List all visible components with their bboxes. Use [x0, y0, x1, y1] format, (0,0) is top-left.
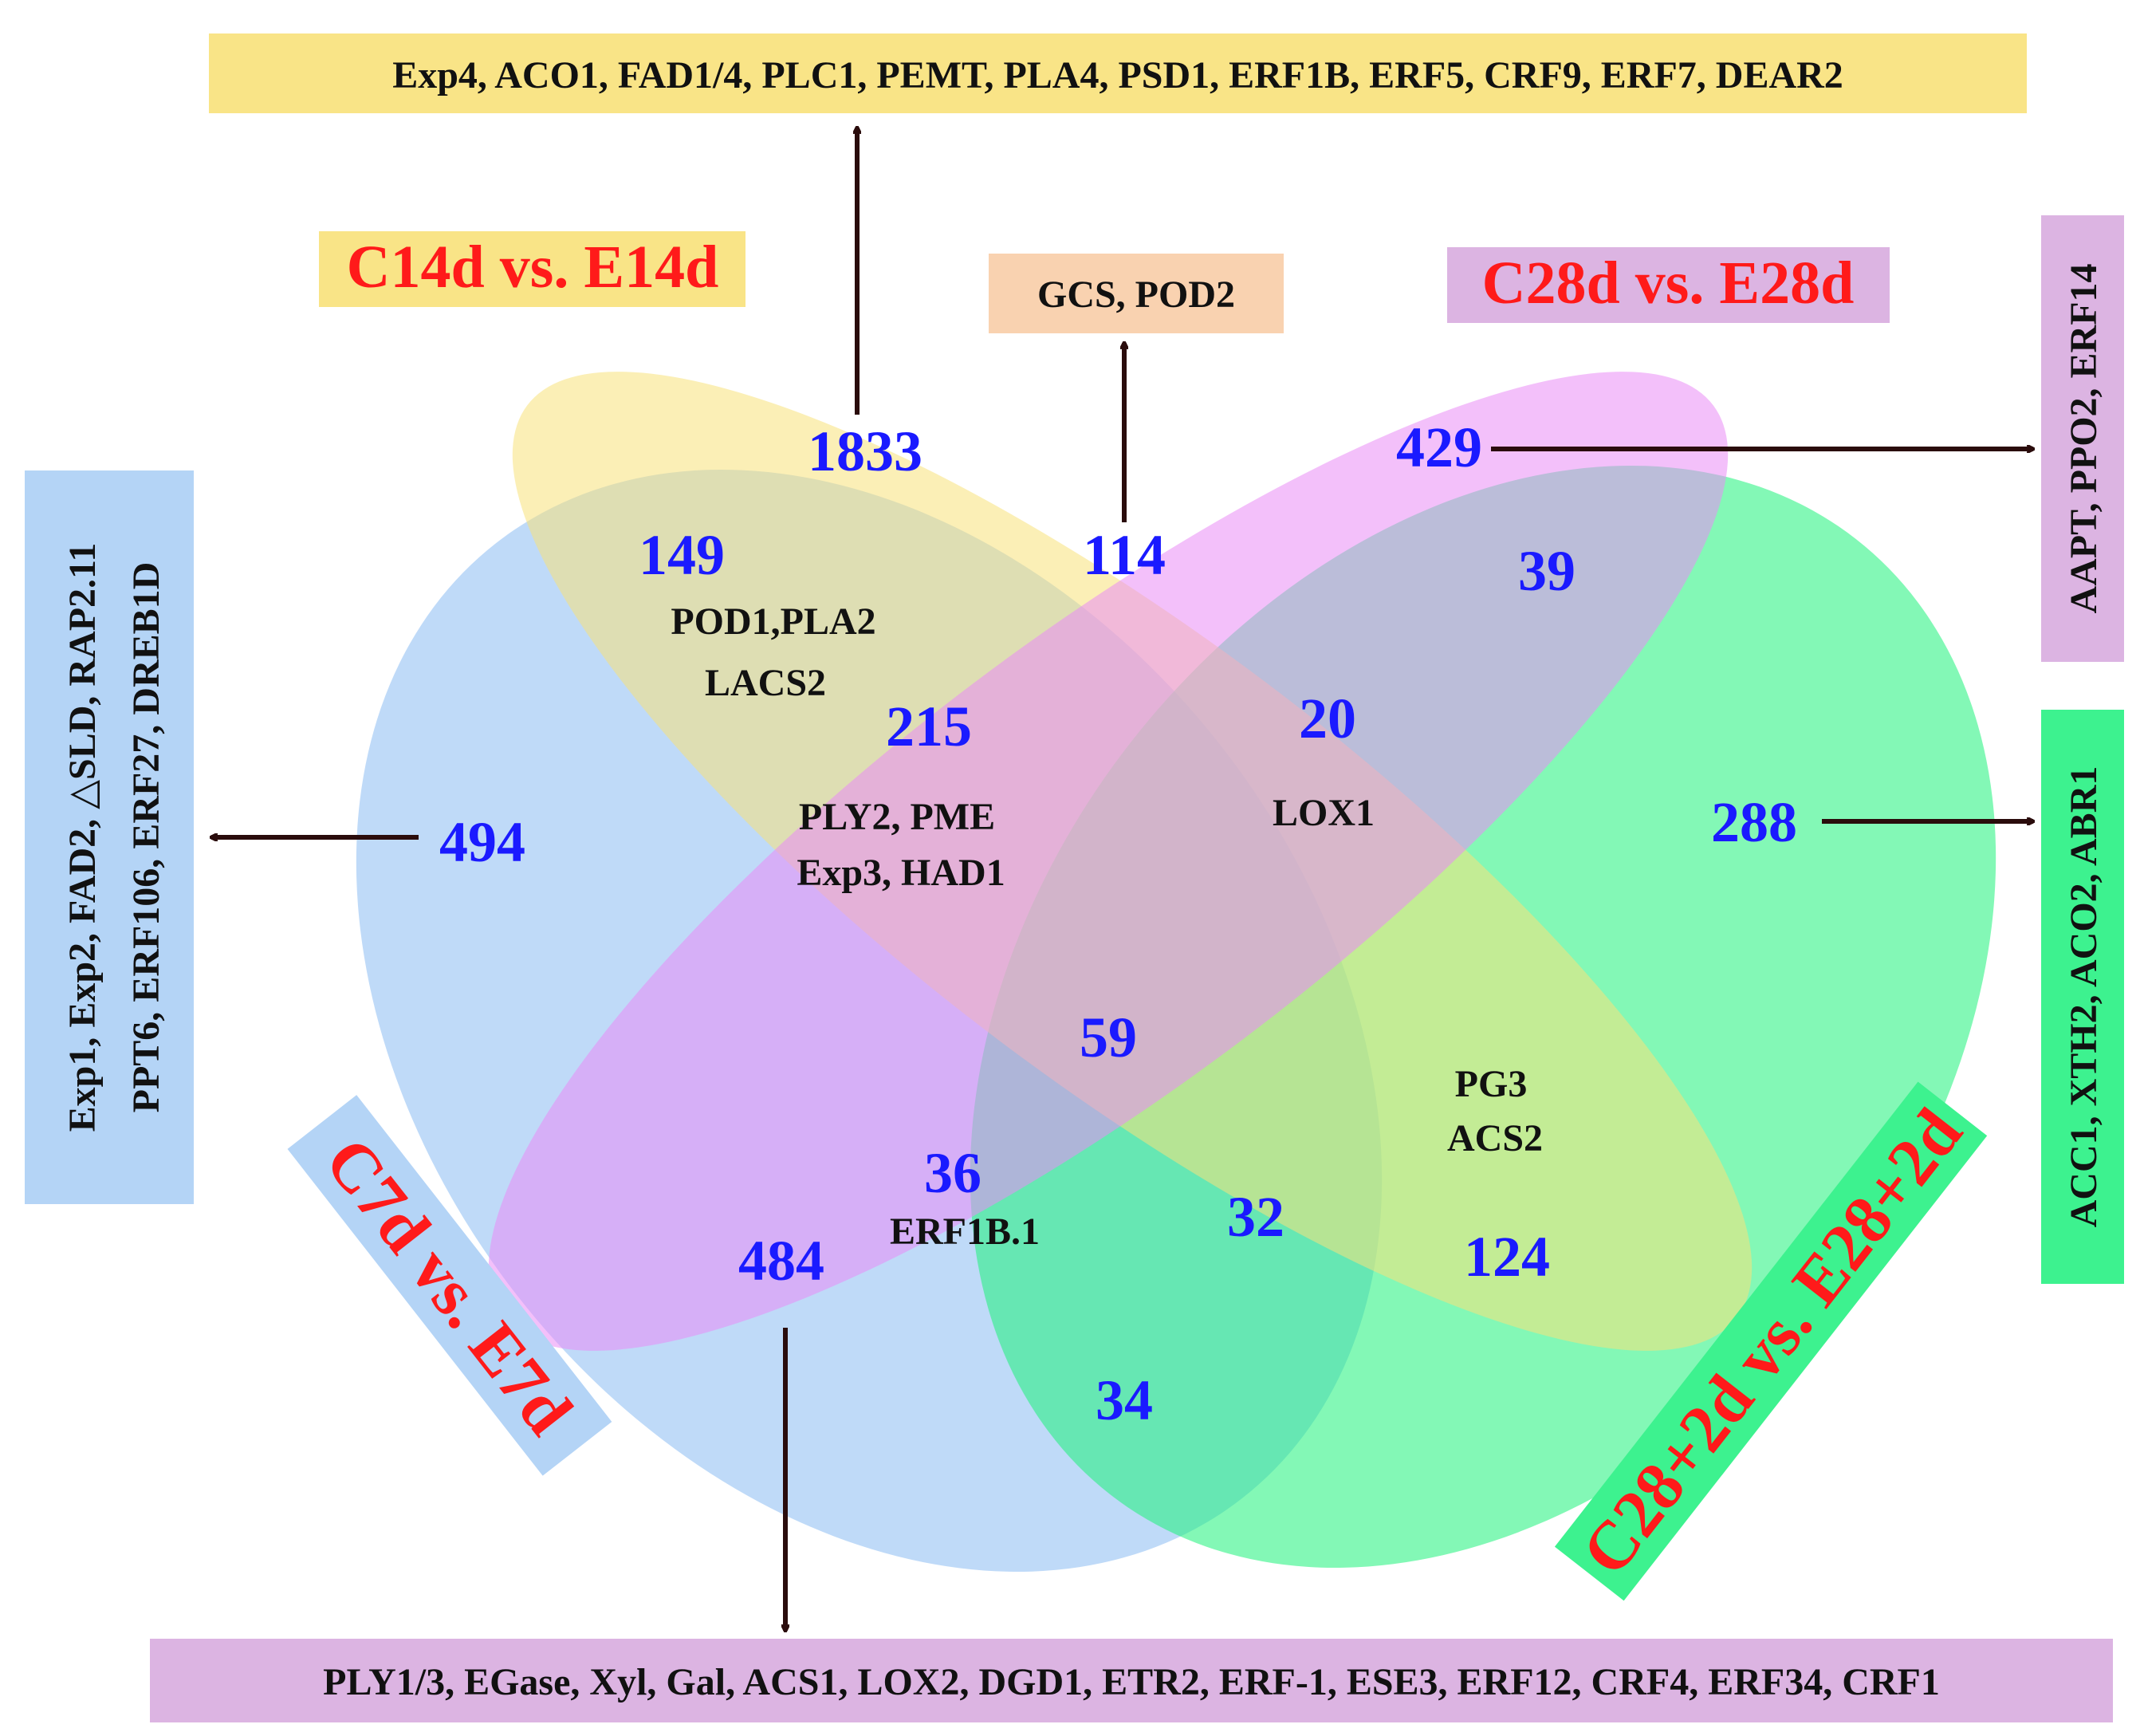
svg-text:PLY1/3, EGase, Xyl, Gal, ACS1,: PLY1/3, EGase, Xyl, Gal, ACS1, LOX2, DGD… — [323, 1661, 1940, 1703]
annotation-mid: GCS, POD2 — [989, 254, 1284, 333]
genes-c7-c14-c28p-line2: ACS2 — [1447, 1117, 1543, 1159]
count-all: 59 — [1080, 1006, 1137, 1069]
count-c14-c28: 114 — [1083, 523, 1166, 587]
count-c28p-only: 288 — [1711, 790, 1797, 854]
svg-text:C28d vs. E28d: C28d vs. E28d — [1482, 250, 1855, 317]
genes-c7-c14-c28p-line1: PG3 — [1455, 1063, 1528, 1105]
count-c14-c28p: 124 — [1464, 1225, 1550, 1289]
count-c28-c28p: 39 — [1518, 539, 1576, 603]
count-c7-c28-c28p: 36 — [924, 1141, 982, 1205]
annotation-right-top: AAPT, PPO2, ERF14 — [2041, 215, 2124, 662]
genes-c14-c28-c28p: LOX1 — [1273, 792, 1375, 834]
set-label-c14: C14d vs. E14d — [319, 231, 745, 307]
count-c7-c14-c28: 215 — [886, 695, 972, 758]
svg-text:Exp1, Exp2, FAD2, △SLD, RAP2.1: Exp1, Exp2, FAD2, △SLD, RAP2.11 — [61, 543, 104, 1132]
svg-text:AAPT, PPO2, ERF14: AAPT, PPO2, ERF14 — [2063, 263, 2105, 613]
count-c14-only: 1833 — [808, 419, 923, 483]
genes-c7-c14-line2: LACS2 — [705, 662, 826, 704]
annotation-bottom: PLY1/3, EGase, Xyl, Gal, ACS1, LOX2, DGD… — [150, 1639, 2113, 1722]
genes-c7-c14-line1: POD1,PLA2 — [671, 600, 875, 643]
genes-c7-c14-c28-line1: PLY2, PME — [799, 796, 995, 838]
svg-text:Exp4, ACO1, FAD1/4, PLC1, PEMT: Exp4, ACO1, FAD1/4, PLC1, PEMT, PLA4, PS… — [392, 54, 1843, 96]
count-c14-c28-c28p: 20 — [1299, 687, 1356, 750]
count-c7-c28: 484 — [738, 1229, 824, 1293]
genes-c7-c28-c28p: ERF1B.1 — [890, 1210, 1040, 1253]
svg-text:GCS, POD2: GCS, POD2 — [1037, 274, 1235, 316]
annotation-right-bottom: ACC1, XTH2, ACO2, ABR1 — [2041, 710, 2124, 1284]
count-c7-c28p: 34 — [1096, 1368, 1153, 1432]
genes-c7-c14-c28-line2: Exp3, HAD1 — [797, 852, 1005, 894]
annotation-left: Exp1, Exp2, FAD2, △SLD, RAP2.11 PPT6, ER… — [25, 470, 194, 1204]
svg-text:C14d vs. E14d: C14d vs. E14d — [347, 234, 719, 301]
count-c28-only: 429 — [1396, 415, 1482, 479]
count-c7-c28-c28p-b: 32 — [1227, 1185, 1284, 1249]
svg-text:ACC1, XTH2, ACO2, ABR1: ACC1, XTH2, ACO2, ABR1 — [2063, 766, 2105, 1228]
set-label-c28: C28d vs. E28d — [1447, 247, 1890, 323]
count-c7-only: 494 — [439, 810, 525, 874]
annotation-top: Exp4, ACO1, FAD1/4, PLC1, PEMT, PLA4, PS… — [209, 33, 2027, 113]
count-c7-c14: 149 — [639, 523, 725, 587]
svg-text:PPT6, ERF106, ERF27, DREB1D: PPT6, ERF106, ERF27, DREB1D — [125, 562, 167, 1113]
ellipse-c28 — [488, 372, 1729, 1351]
